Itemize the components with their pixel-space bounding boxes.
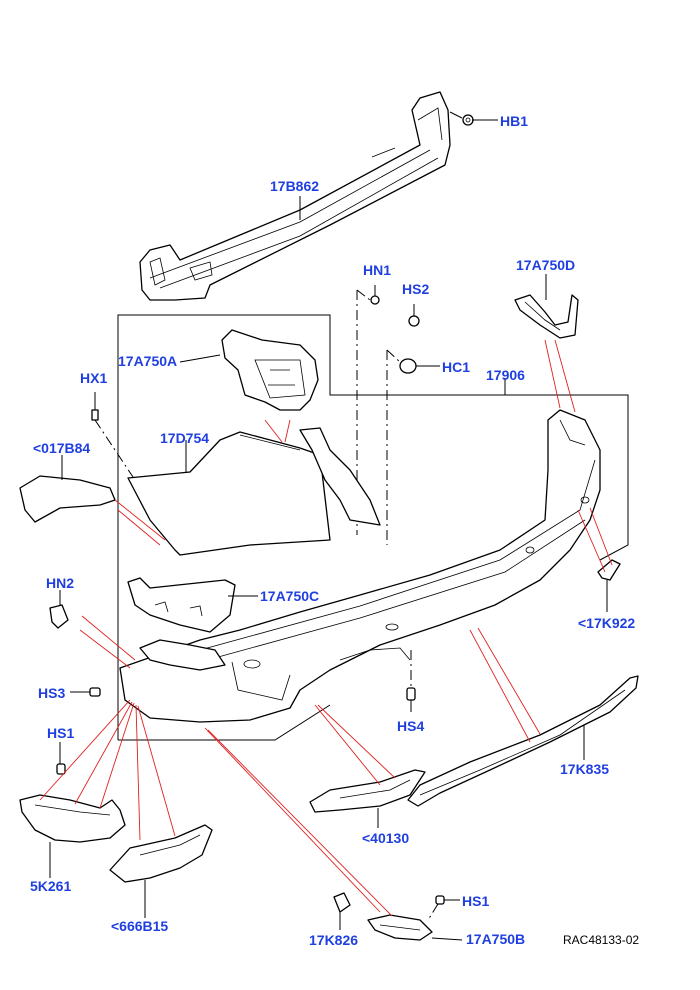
label-5k261: 5K261 — [30, 878, 71, 894]
label-17a750b: 17A750B — [466, 931, 525, 947]
hn2-nut — [49, 590, 69, 629]
part-labels: HB1 17B862 HN1 HS2 17A750D 17A750A HC1 1… — [30, 113, 639, 948]
bumper-corner-bracket — [139, 639, 226, 671]
hn1-nut — [370, 285, 380, 305]
hs1-screw-left — [56, 742, 66, 775]
part-17k826 — [333, 892, 351, 930]
label-hs1-bottom: HS1 — [462, 893, 489, 909]
label-17k922: <17K922 — [578, 615, 635, 631]
bracket-17a750b — [367, 914, 463, 941]
hs3-screw — [70, 687, 101, 697]
part-5k261 — [19, 794, 126, 878]
hs4-screw — [406, 687, 416, 712]
hs2-screw — [408, 304, 420, 327]
hx1-fastener — [91, 392, 136, 481]
label-hs4: HS4 — [397, 718, 424, 734]
label-hs2: HS2 — [402, 281, 429, 297]
label-17k835: 17K835 — [560, 761, 609, 777]
hc1-clip — [399, 358, 440, 374]
label-hs3: HS3 — [38, 685, 65, 701]
label-17906: 17906 — [486, 367, 525, 383]
part-666b15 — [109, 824, 213, 918]
label-17d754: 17D754 — [160, 430, 209, 446]
hb1-nut — [449, 111, 474, 126]
label-17a750a: 17A750A — [118, 353, 177, 369]
bracket-17a750a — [179, 329, 319, 411]
label-hn2: HN2 — [46, 575, 74, 591]
label-17k826: 17K826 — [309, 932, 358, 948]
bumper-cover-17906 — [119, 378, 601, 723]
label-17a750c: 17A750C — [260, 588, 319, 604]
label-40130: <40130 — [362, 830, 409, 846]
hs1-screw-bottom — [427, 895, 460, 921]
assembly-frame — [117, 289, 629, 741]
label-666b15: <666B15 — [111, 918, 168, 934]
side-bracket — [299, 427, 381, 526]
bracket-17a750d — [514, 294, 579, 339]
reference-code: RAC48133-02 — [563, 933, 639, 947]
label-017b84: <017B84 — [33, 440, 90, 456]
part-017b84 — [19, 455, 116, 523]
label-hb1: HB1 — [500, 113, 528, 129]
rear-bumper-beam — [139, 91, 451, 301]
label-hc1: HC1 — [442, 359, 470, 375]
label-17a750d: 17A750D — [516, 257, 575, 273]
label-hn1: HN1 — [363, 262, 391, 278]
label-17b862: 17B862 — [270, 178, 319, 194]
part-40130 — [309, 769, 426, 828]
part-17k922 — [597, 559, 621, 612]
panel-17d754 — [127, 431, 331, 556]
callout-lines — [39, 339, 613, 917]
label-hs1-left: HS1 — [47, 725, 74, 741]
trim-strip-17k835 — [407, 675, 639, 807]
bracket-17a750c — [127, 577, 258, 633]
label-hx1: HX1 — [80, 370, 107, 386]
